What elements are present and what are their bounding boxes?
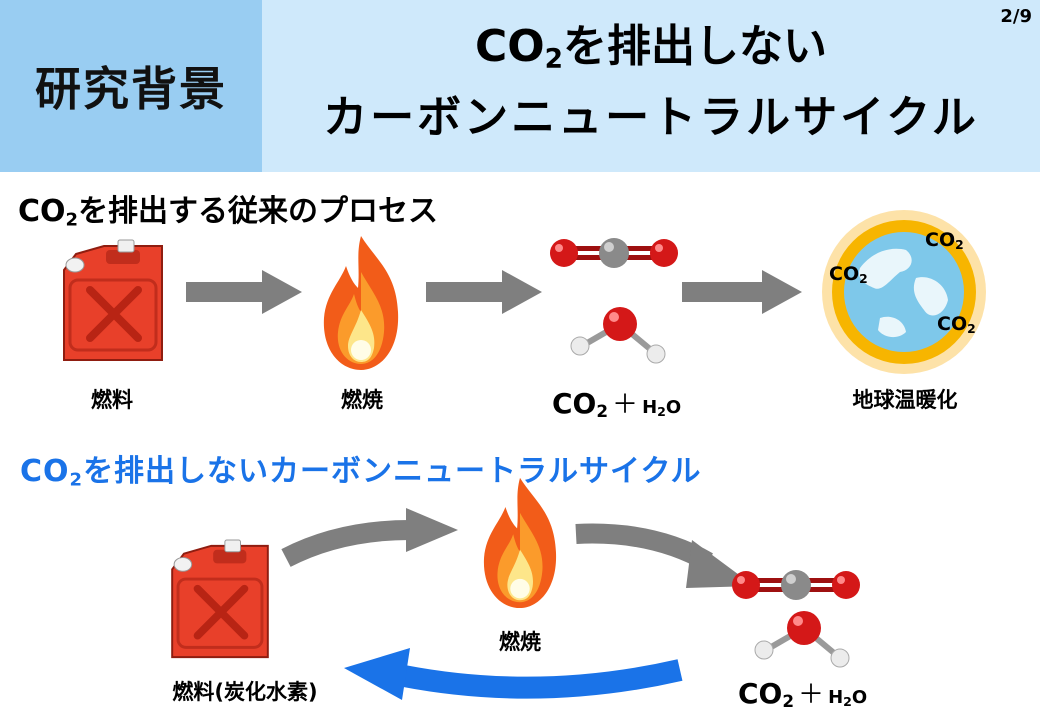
neutral-cycle-heading: CO2を排出しないカーボンニュートラルサイクル [20,454,702,491]
section-label: 研究背景 [35,62,227,116]
header-right-panel [262,0,1040,172]
header-left-panel [0,0,262,172]
slide-title: CO2を排出しない カーボンニュートラルサイクル [262,18,1040,147]
fuel-hydrocarbon-label: 燃料(炭化水素) [172,680,318,704]
fuel-can-icon [171,539,269,659]
co2-molecule-icon [550,238,678,268]
page-number: 2/9 [1000,6,1032,27]
title-line2: カーボンニュートラルサイクル [323,91,979,143]
h2o-molecule-icon [570,307,666,364]
h2o-molecule-icon [754,611,850,668]
title-suffix: を排出しない [563,21,828,72]
earth-co2-label-1: CO2 [925,229,964,253]
arrow-icon [186,270,302,314]
arrow-icon [426,270,542,314]
cycle-arrow-bottom-icon [344,648,683,700]
fuel-can-icon [63,239,163,361]
combustion-label: 燃焼 [499,630,541,654]
title-co: CO [474,21,545,72]
flame-icon [483,477,557,609]
flame-icon [323,236,399,370]
earth-co2-label-2: CO2 [829,263,868,287]
title-sub: 2 [544,43,564,75]
arrow-icon [682,270,802,314]
cycle-arrow-top-icon [281,508,458,567]
combustion-label: 燃焼 [341,388,383,412]
conventional-heading: CO2を排出する従来のプロセス [18,194,439,231]
co2-molecule-icon [732,570,860,600]
global-warming-label: 地球温暖化 [852,388,958,412]
earth-co2-label-3: CO2 [937,313,976,337]
product-equation: CO2＋H2O [552,387,682,422]
fuel-label: 燃料 [91,388,133,412]
product-equation: CO2＋H2O [738,677,868,712]
earth-icon [822,210,986,374]
